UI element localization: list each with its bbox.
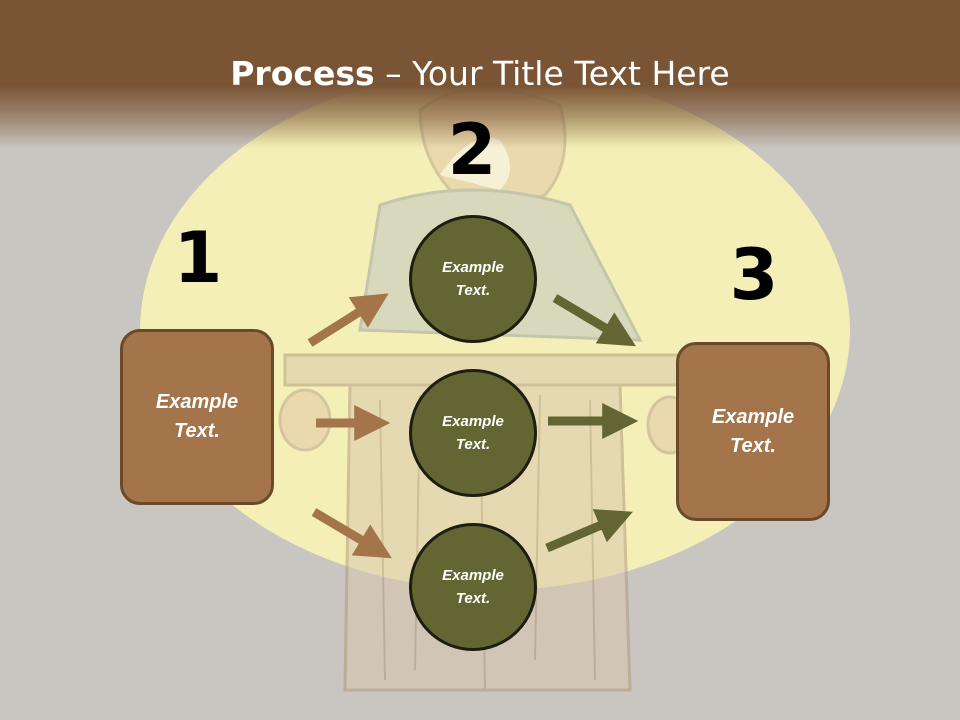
step-box-3-label: Example Text. — [711, 405, 795, 457]
step-box-1-label: Example Text. — [155, 391, 239, 442]
step-box-3[interactable]: Example Text. — [676, 342, 830, 521]
arrow-up-right-olive — [545, 509, 633, 553]
circle-node-2-label: Example Text. — [442, 413, 504, 453]
step-number-1: 1 — [173, 217, 223, 299]
arrow-down-right-olive — [552, 294, 636, 347]
title-rest: – Your Title Text Here — [374, 54, 730, 93]
step-box-1[interactable]: Example Text. — [120, 329, 274, 505]
step-number-2: 2 — [447, 109, 497, 191]
title-bar — [0, 0, 960, 148]
slide-title: Process – Your Title Text Here — [0, 52, 960, 96]
arrow-down-right-brown — [311, 508, 392, 559]
title-bold: Process — [230, 54, 375, 93]
step-number-3: 3 — [729, 234, 779, 316]
circle-node-3-label: Example Text. — [442, 567, 504, 607]
arrow-up-right-brown — [307, 293, 389, 347]
circle-node-1-label: Example Text. — [442, 259, 504, 299]
circle-node-3[interactable]: Example Text. — [409, 523, 537, 651]
circle-node-2[interactable]: Example Text. — [409, 369, 537, 497]
circle-node-1[interactable]: Example Text. — [409, 215, 537, 343]
